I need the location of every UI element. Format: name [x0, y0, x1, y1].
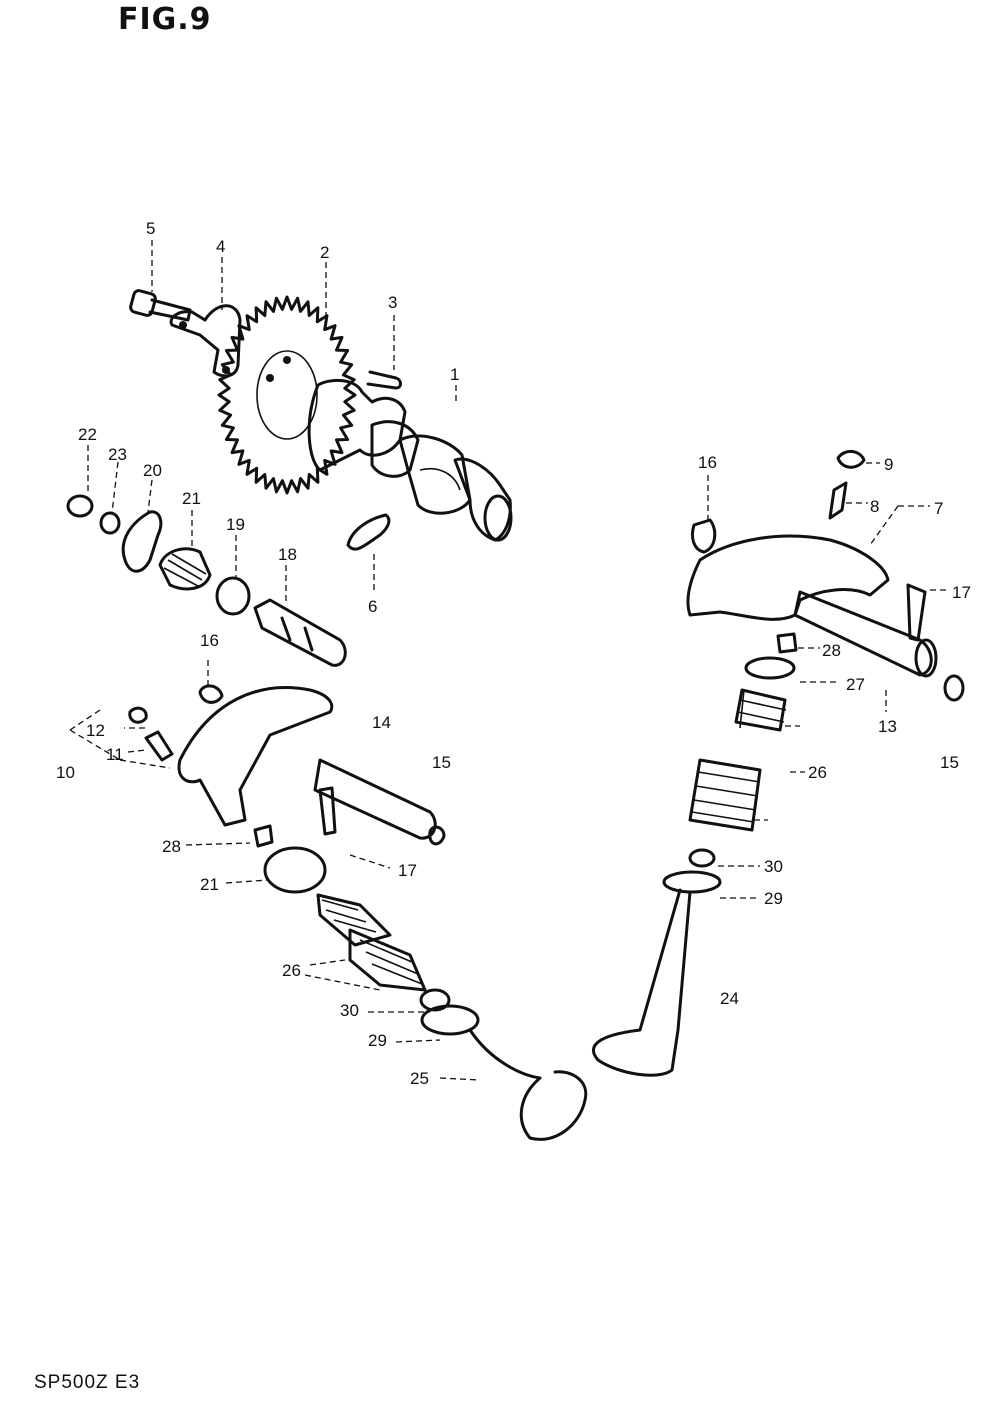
- sprocket-bolt: [129, 289, 192, 322]
- callout-29-right: 29: [764, 889, 783, 908]
- callout-17-right: 17: [952, 583, 971, 602]
- callout-17-left: 17: [398, 861, 417, 880]
- callout-28-left: 28: [162, 837, 181, 856]
- callout-5: 5: [146, 219, 155, 238]
- callout-2: 2: [320, 243, 329, 262]
- left-rocker-assembly: [128, 684, 446, 848]
- callout-14: 14: [372, 713, 391, 732]
- callout-7: 7: [934, 499, 943, 518]
- figure-title: FIG.9: [118, 2, 212, 37]
- callout-26-right: 26: [808, 763, 827, 782]
- callout-3: 3: [388, 293, 397, 312]
- callout-18: 18: [278, 545, 297, 564]
- callout-28-right: 28: [822, 641, 841, 660]
- callout-19: 19: [226, 515, 245, 534]
- callout-24: 24: [720, 989, 739, 1008]
- diagram-code: SP500Z E3: [34, 1372, 141, 1393]
- callout-15-left: 15: [432, 753, 451, 772]
- cam-sprocket: [217, 295, 357, 495]
- callout-16-right: 16: [698, 453, 717, 472]
- decompressor-parts: [66, 494, 347, 667]
- leader-lines: [69, 240, 948, 1081]
- lock-washer: [169, 304, 242, 378]
- callout-9: 9: [884, 455, 893, 474]
- callout-16-left: 16: [200, 631, 219, 650]
- right-rocker-assembly: [686, 450, 965, 702]
- dowel-pin: [366, 370, 402, 390]
- camshaft: [307, 378, 513, 542]
- cam-clip: [346, 513, 391, 551]
- callout-21-top: 21: [182, 489, 201, 508]
- callout-8: 8: [870, 497, 879, 516]
- callout-20: 20: [143, 461, 162, 480]
- callout-11: 11: [106, 745, 124, 764]
- callout-6: 6: [368, 597, 377, 616]
- callout-12: 12: [86, 721, 105, 740]
- callout-26-left: 26: [282, 961, 301, 980]
- callout-15-right: 15: [940, 753, 959, 772]
- callout-13: 13: [878, 717, 897, 736]
- callout-25: 25: [410, 1069, 429, 1088]
- callout-30-right: 30: [764, 857, 783, 876]
- callout-23: 23: [108, 445, 127, 464]
- right-valve-assembly: [591, 656, 796, 1077]
- callout-4: 4: [216, 237, 225, 256]
- callout-labels: 1 2 3 4 5 6 7 8 9 10 11 12 13 14 15 15 1…: [56, 219, 971, 1088]
- callout-1: 1: [450, 365, 459, 384]
- callout-22: 22: [78, 425, 97, 444]
- callout-29-left: 29: [368, 1031, 387, 1050]
- left-valve-assembly: [263, 846, 588, 1141]
- callout-21-left: 21: [200, 875, 219, 894]
- callout-27: 27: [846, 675, 865, 694]
- callout-10: 10: [56, 763, 75, 782]
- callout-30-left: 30: [340, 1001, 359, 1020]
